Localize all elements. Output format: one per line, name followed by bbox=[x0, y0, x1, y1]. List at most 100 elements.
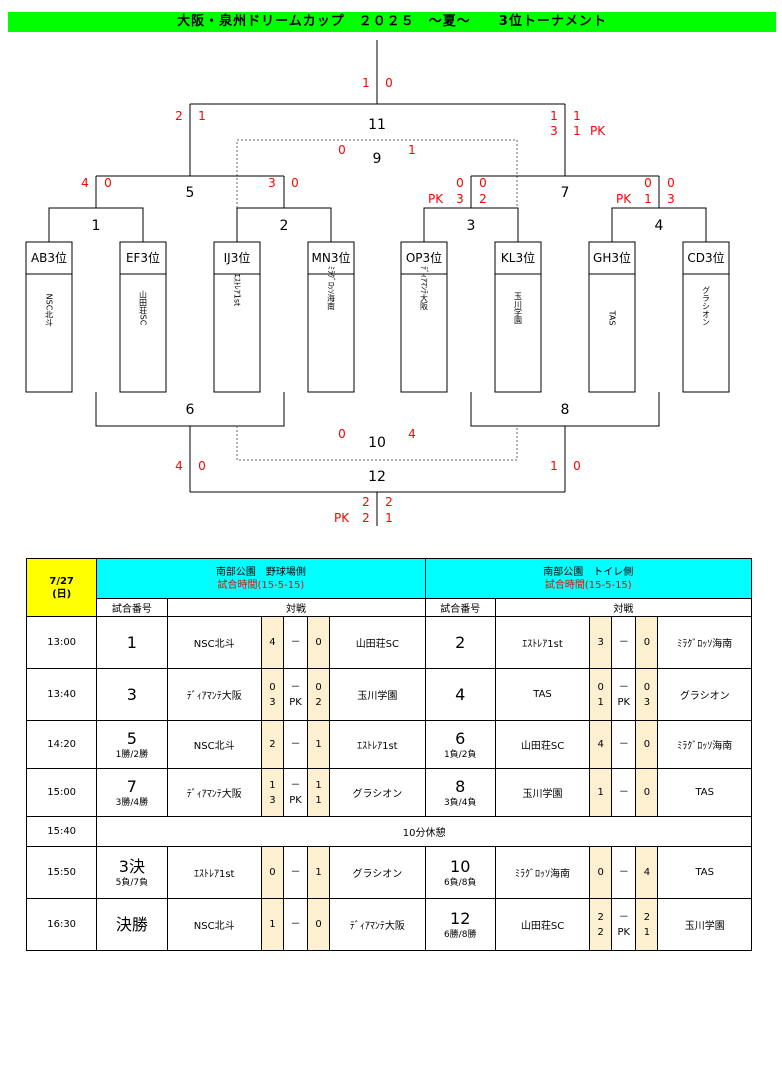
away-score: 0 bbox=[643, 681, 651, 693]
col-vs-header: 対戦 bbox=[494, 598, 753, 617]
score: 0 bbox=[667, 176, 675, 190]
away-team: 山田荘SC bbox=[329, 616, 426, 669]
schedule-date: 7/27 (日) bbox=[25, 558, 98, 617]
match-number-1: 1 bbox=[92, 218, 101, 234]
team-code: OP3位 bbox=[406, 250, 442, 265]
away-team: ﾐﾗｸﾞﾛｯｿ海南 bbox=[657, 720, 752, 769]
pk-score: 3 bbox=[550, 124, 558, 138]
score: 0 bbox=[479, 176, 487, 190]
score: 2 bbox=[175, 109, 183, 123]
home-team: ﾃﾞｨｱﾏﾝﾃ大阪 bbox=[166, 768, 262, 817]
home-team: ｴｽﾄﾚｱ1st bbox=[166, 846, 262, 899]
venue-time: 試合時間(15-5-15) bbox=[544, 579, 632, 591]
home-score-cell: 1 bbox=[589, 768, 613, 817]
dash: － bbox=[290, 681, 301, 693]
vs-cell: － PK bbox=[282, 768, 309, 817]
score: 1 bbox=[408, 143, 416, 157]
table-row: 15:50 3決 5負/7負 ｴｽﾄﾚｱ1st 0 － 1 グラシオン bbox=[25, 846, 752, 899]
score: 1 bbox=[550, 459, 558, 473]
team-name: NSC北斗 bbox=[45, 294, 54, 327]
vs-cell: － bbox=[282, 898, 309, 951]
team-box-6: KL3位 玉川学園 bbox=[494, 241, 542, 393]
match-source: 3負/4負 bbox=[443, 797, 477, 808]
pk-label: PK bbox=[616, 192, 632, 206]
match-number: 1 bbox=[126, 632, 137, 652]
pk-score: 1 bbox=[385, 511, 393, 525]
home-score: 3 bbox=[597, 636, 604, 648]
away-score-cell: 0 3 bbox=[635, 668, 659, 721]
score: 1 bbox=[573, 109, 581, 123]
score: 1 bbox=[198, 109, 206, 123]
home-pk: 3 bbox=[269, 794, 276, 806]
venue-name: 南部公園 トイレ側 bbox=[543, 566, 634, 578]
match-number-cell: 2 bbox=[424, 616, 496, 669]
away-team: グラシオン bbox=[329, 768, 426, 817]
table-row: 14:20 5 1勝/2勝 NSC北斗 2 － 1 ｴｽﾄﾚｱ1st 6 bbox=[25, 720, 752, 769]
home-team: 山田荘SC bbox=[494, 898, 591, 951]
team-box-2: EF3位 山田荘SC bbox=[119, 241, 167, 393]
home-team: NSC北斗 bbox=[166, 720, 262, 769]
away-score: 1 bbox=[315, 866, 322, 878]
away-score-cell: 0 bbox=[307, 616, 331, 669]
pk-score: 3 bbox=[667, 192, 675, 206]
score: 0 bbox=[385, 76, 393, 90]
dash: － bbox=[618, 636, 629, 648]
bracket-line bbox=[611, 207, 707, 242]
time-cell: 13:00 bbox=[25, 616, 98, 669]
match-source: 6勝/8勝 bbox=[443, 929, 477, 940]
home-pk: 2 bbox=[597, 926, 604, 938]
table-row: 15:00 7 3勝/4勝 ﾃﾞｨｱﾏﾝﾃ大阪 1 3 － PK 1 1 グラシ… bbox=[25, 768, 752, 817]
away-team: ﾃﾞｨｱﾏﾝﾃ大阪 bbox=[329, 898, 426, 951]
vs-cell: － bbox=[611, 768, 637, 817]
bracket-line bbox=[48, 207, 144, 242]
match-number: 決勝 bbox=[115, 914, 148, 934]
away-score-cell: 4 bbox=[635, 846, 659, 899]
match-source: 5負/7負 bbox=[115, 877, 149, 888]
away-team: ｴｽﾄﾚｱ1st bbox=[329, 720, 426, 769]
away-score: 0 bbox=[315, 918, 322, 930]
home-team: 山田荘SC bbox=[494, 720, 591, 769]
match-number-cell: 8 3負/4負 bbox=[424, 768, 496, 817]
vs-cell: － PK bbox=[282, 668, 309, 721]
vs-cell: － PK bbox=[611, 898, 637, 951]
score: 4 bbox=[81, 176, 89, 190]
match-number-cell: 3決 5負/7負 bbox=[96, 846, 168, 899]
time-cell: 16:30 bbox=[25, 898, 98, 951]
match-number-4: 4 bbox=[655, 218, 664, 234]
away-pk: 1 bbox=[315, 794, 322, 806]
col-match-header: 試合番号 bbox=[96, 598, 168, 617]
home-score-cell: 3 bbox=[589, 616, 613, 669]
rest-label: 10分休憩 bbox=[96, 816, 752, 847]
match-number-cell: 4 bbox=[424, 668, 496, 721]
time-cell: 13:40 bbox=[25, 668, 98, 721]
home-score: 4 bbox=[269, 636, 276, 648]
away-score-cell: 1 bbox=[307, 720, 331, 769]
match-number-cell: 1 bbox=[96, 616, 168, 669]
match-number: 3決 bbox=[118, 856, 145, 876]
match-number-cell: 5 1勝/2勝 bbox=[96, 720, 168, 769]
away-pk: 1 bbox=[643, 926, 651, 938]
table-row: 16:30 決勝 NSC北斗 1 － 0 ﾃﾞｨｱﾏﾝﾃ大阪 12 bbox=[25, 898, 752, 951]
team-code: AB3位 bbox=[31, 250, 67, 265]
bracket-line bbox=[236, 207, 332, 242]
away-score: 0 bbox=[315, 681, 322, 693]
away-score: 1 bbox=[315, 779, 322, 791]
away-score: 0 bbox=[643, 636, 651, 648]
pk-label: PK bbox=[289, 794, 302, 806]
table-row: 13:40 3 ﾃﾞｨｱﾏﾝﾃ大阪 0 3 － PK 0 2 玉川学園 4 bbox=[25, 668, 752, 721]
pk-label: PK bbox=[617, 696, 631, 708]
tournament-bracket: AB3位 NSC北斗 EF3位 山田荘SC IJ3位 ｴｽﾄﾚｱ1st MN3位… bbox=[25, 40, 730, 526]
match-source: 6負/8負 bbox=[443, 877, 477, 888]
team-code: IJ3位 bbox=[224, 250, 251, 265]
home-score-cell: 2 bbox=[260, 720, 284, 769]
score: 4 bbox=[408, 427, 416, 441]
time-cell: 14:20 bbox=[25, 720, 98, 769]
team-name: ｴｽﾄﾚｱ1st bbox=[233, 274, 242, 306]
match-number: 10 bbox=[450, 856, 471, 876]
home-score: 1 bbox=[269, 779, 276, 791]
col-vs-header: 対戦 bbox=[166, 598, 426, 617]
dash: － bbox=[618, 681, 629, 693]
match-number: 6 bbox=[455, 728, 466, 748]
home-score-cell: 2 2 bbox=[589, 898, 613, 951]
home-score: 4 bbox=[597, 738, 604, 750]
